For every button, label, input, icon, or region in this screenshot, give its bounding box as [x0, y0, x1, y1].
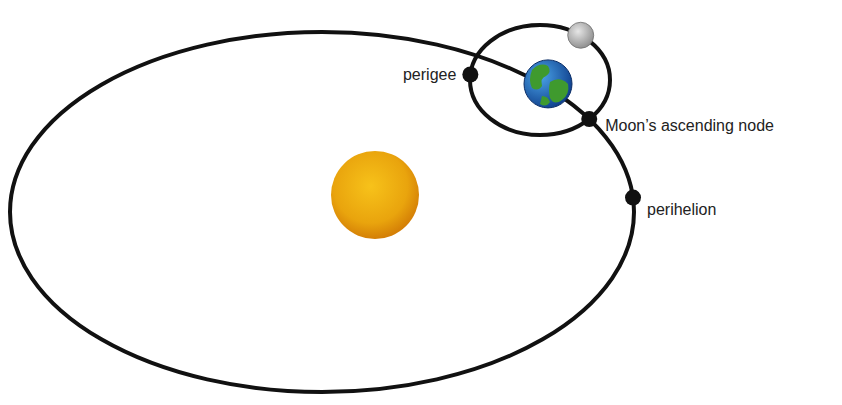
perigee-dot — [462, 67, 478, 83]
point-label: perigee — [403, 65, 456, 84]
perihelion-dot — [625, 190, 641, 206]
point-label: Moon’s ascending node — [605, 116, 774, 135]
moon — [568, 22, 594, 48]
sun — [331, 151, 419, 239]
earth-orbit — [10, 32, 634, 392]
point-label: perihelion — [647, 200, 716, 219]
ascending-node-dot — [581, 111, 597, 127]
earth — [524, 60, 572, 108]
